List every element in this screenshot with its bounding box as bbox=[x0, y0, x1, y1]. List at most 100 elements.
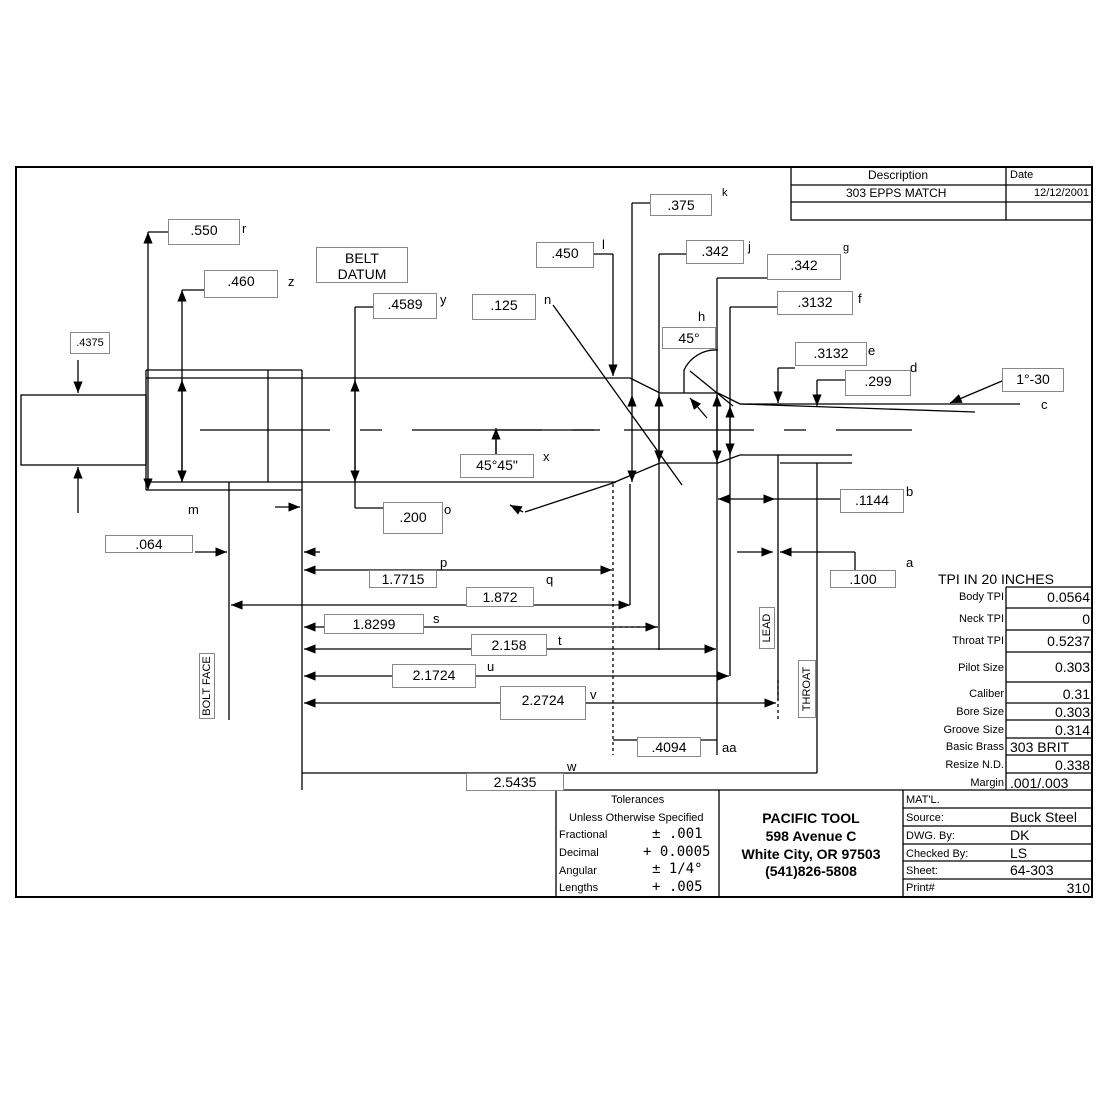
spec-label: Margin bbox=[970, 777, 1004, 789]
spec-value-brass: 303 BRIT bbox=[1010, 739, 1070, 755]
letter-j: j bbox=[748, 239, 751, 254]
info-label: Print# bbox=[906, 882, 935, 894]
letter-v: v bbox=[590, 687, 597, 702]
spec-label: Throat TPI bbox=[952, 635, 1004, 647]
tolerance-value: + .005 bbox=[652, 879, 703, 895]
spec-value-margin: .001/.003 bbox=[1010, 775, 1069, 791]
dim-y: .4589 bbox=[373, 293, 437, 319]
info-label: DWG. By: bbox=[906, 830, 955, 842]
info-label: Sheet: bbox=[906, 865, 938, 877]
tolerance-label: Lengths bbox=[559, 882, 599, 894]
dim-l: .450 bbox=[536, 242, 594, 268]
letter-r: r bbox=[242, 221, 247, 236]
dim-aa: .4094 bbox=[637, 737, 701, 757]
tolerance-value: ± .001 bbox=[652, 826, 703, 842]
letter-x: x bbox=[543, 449, 550, 464]
dim-m: .064 bbox=[105, 535, 193, 553]
belt-datum-line2: DATUM bbox=[337, 266, 387, 282]
letter-t: t bbox=[558, 633, 562, 648]
letter-d: d bbox=[910, 360, 918, 375]
rev-date: 12/12/2001 bbox=[1034, 187, 1090, 199]
dim-j: .342 bbox=[686, 240, 744, 264]
dim-x: 45°45" bbox=[460, 454, 534, 478]
letter-z: z bbox=[288, 274, 295, 289]
letter-o: o bbox=[444, 502, 452, 517]
spec-label: Caliber bbox=[969, 688, 1004, 700]
company-city: White City, OR 97503 bbox=[741, 846, 881, 862]
dim-w: 2.5435 bbox=[466, 773, 564, 791]
letter-n: n bbox=[544, 292, 552, 307]
spec-value: 0.303 bbox=[1054, 659, 1090, 675]
bolt-face-label: BOLT FACE bbox=[199, 653, 215, 719]
letter-a: a bbox=[906, 555, 914, 570]
letter-s: s bbox=[433, 611, 440, 626]
letter-aa: aa bbox=[722, 740, 737, 755]
dim-b: .1144 bbox=[840, 489, 904, 513]
letter-f: f bbox=[858, 291, 862, 306]
dim-z: .460 bbox=[204, 270, 278, 298]
letter-p: p bbox=[440, 555, 448, 570]
dim-d: .299 bbox=[845, 370, 911, 396]
spec-value: 0.303 bbox=[1054, 704, 1090, 720]
tolerance-label: Fractional bbox=[559, 829, 608, 841]
letter-c: c bbox=[1041, 397, 1048, 412]
dim-v: 2.2724 bbox=[500, 686, 586, 720]
matl-label: MAT'L. bbox=[906, 794, 940, 806]
dim-k: .375 bbox=[650, 194, 712, 216]
dim-c: 1°-30 bbox=[1002, 368, 1064, 392]
spec-value: 0.5237 bbox=[1047, 633, 1090, 649]
spec-value: 0.314 bbox=[1054, 722, 1090, 738]
spec-label: Resize N.D. bbox=[945, 759, 1004, 771]
letter-y: y bbox=[440, 292, 447, 307]
tpi-header: TPI IN 20 INCHES bbox=[938, 571, 1054, 587]
spec-label: Neck TPI bbox=[958, 613, 1004, 625]
company-address: 598 Avenue C bbox=[765, 828, 857, 844]
dim-o: .200 bbox=[383, 502, 443, 534]
drawing-border bbox=[15, 166, 1093, 898]
spec-label: Groove Size bbox=[943, 724, 1004, 736]
spec-value: 0 bbox=[1082, 611, 1090, 627]
dim-h: 45° bbox=[662, 327, 716, 349]
info-label: Source: bbox=[906, 812, 944, 824]
info-value: Buck Steel bbox=[1010, 809, 1077, 825]
tolerances-subtitle: Unless Otherwise Specified bbox=[569, 812, 704, 824]
info-value: 64-303 bbox=[1010, 862, 1054, 878]
letter-u: u bbox=[487, 659, 495, 674]
dim-n: .125 bbox=[472, 294, 536, 320]
rev-header-description: Description bbox=[868, 168, 929, 182]
info-value-print: 310 bbox=[1066, 880, 1090, 896]
spec-value: 0.31 bbox=[1062, 686, 1090, 702]
letter-l: l bbox=[602, 237, 605, 252]
company-name: PACIFIC TOOL bbox=[762, 810, 860, 826]
dim-p: 1.7715 bbox=[369, 570, 437, 588]
lead-label: LEAD bbox=[759, 607, 775, 649]
spec-label: Body TPI bbox=[958, 591, 1004, 603]
tolerance-value: + 0.0005 bbox=[643, 844, 711, 860]
dim-e: .3132 bbox=[795, 342, 867, 366]
dim-q: 1.872 bbox=[466, 587, 534, 607]
dim-s: 1.8299 bbox=[324, 614, 424, 634]
info-value: LS bbox=[1010, 845, 1028, 861]
tolerances-title: Tolerances bbox=[611, 794, 665, 806]
spec-value: 0.338 bbox=[1054, 757, 1090, 773]
dim-t: 2.158 bbox=[471, 634, 547, 656]
letter-m: m bbox=[188, 502, 199, 517]
letter-e: e bbox=[868, 343, 876, 358]
rev-header-date: Date bbox=[1010, 169, 1034, 181]
rev-description: 303 EPPS MATCH bbox=[846, 186, 947, 200]
tolerance-label: Angular bbox=[559, 865, 597, 877]
dim-a: .100 bbox=[830, 570, 896, 588]
spec-value: 0.0564 bbox=[1047, 589, 1090, 605]
pilot-block bbox=[20, 394, 147, 466]
spec-label: Bore Size bbox=[956, 706, 1004, 718]
dim-g: .342 bbox=[767, 254, 841, 280]
letter-b: b bbox=[906, 484, 914, 499]
spec-label: Basic Brass bbox=[945, 741, 1004, 753]
letter-g: g bbox=[843, 242, 850, 254]
belt-datum-box: BELT DATUM bbox=[316, 247, 408, 283]
letter-w: w bbox=[567, 759, 577, 774]
dim-f: .3132 bbox=[777, 291, 853, 315]
company-phone: (541)826-5808 bbox=[765, 863, 857, 879]
letter-h: h bbox=[698, 309, 706, 324]
